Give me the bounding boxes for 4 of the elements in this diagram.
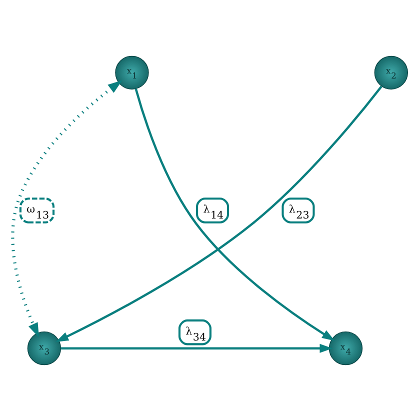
arrow [11, 80, 122, 337]
arrow [56, 85, 382, 342]
arrow [60, 343, 333, 352]
arrow [134, 88, 335, 340]
